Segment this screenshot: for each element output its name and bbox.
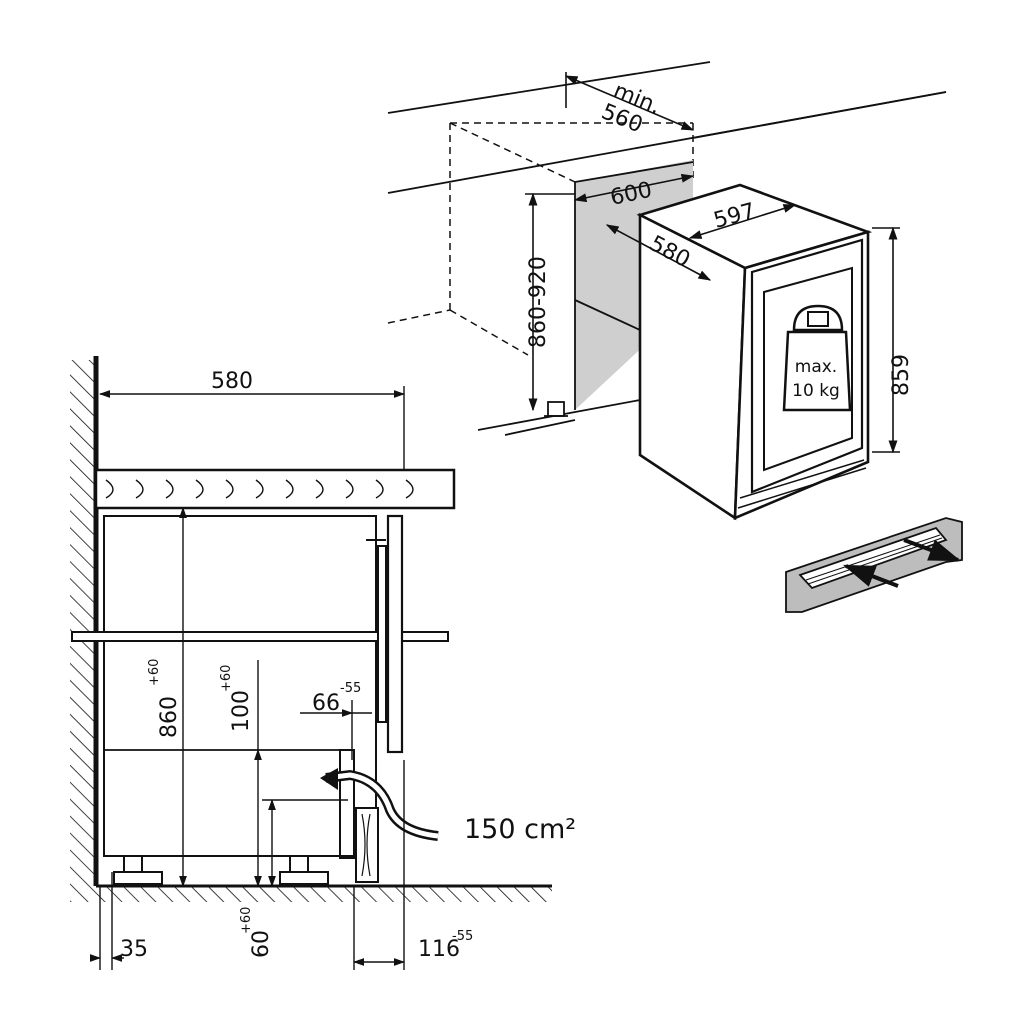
- niche-height-tolerance: +60: [147, 659, 162, 686]
- door-offset-tolerance: -55: [340, 681, 361, 696]
- adjustable-feet: [113, 855, 329, 885]
- plinth-depth-value: 116: [418, 937, 460, 962]
- plinth-height-tolerance: +60: [219, 665, 234, 692]
- side-dimensions: [89, 386, 406, 970]
- niche-dimensions: [525, 72, 695, 412]
- foot-height-tolerance: +60: [239, 907, 254, 934]
- niche-height-value: 860: [157, 696, 182, 738]
- appliance-height-label: 859: [889, 354, 914, 396]
- max-load-line2: 10 kg: [792, 381, 840, 401]
- max-load-line1: max.: [795, 357, 837, 377]
- airflow-arrow: [320, 768, 439, 841]
- weight-icon: [782, 304, 852, 412]
- appliance-dimensions: [605, 204, 900, 454]
- foot-height-value: 60: [249, 930, 274, 958]
- plinth-depth-tolerance: -55: [452, 929, 473, 944]
- plinth-height-value: 100: [229, 690, 254, 732]
- wall-gap-label: 35: [120, 937, 148, 962]
- cabinet-section: [71, 514, 449, 883]
- worktop: [94, 468, 456, 510]
- worktop-depth-label: 580: [211, 369, 253, 394]
- door-frame: [737, 238, 867, 509]
- wall: [70, 356, 99, 886]
- door-offset-value: 66: [312, 691, 340, 716]
- niche-height-label: 860-920: [526, 256, 551, 348]
- vent-grille-detail: [785, 517, 963, 613]
- vent-area-label: 150 cm²: [464, 814, 576, 845]
- floor: [70, 884, 552, 902]
